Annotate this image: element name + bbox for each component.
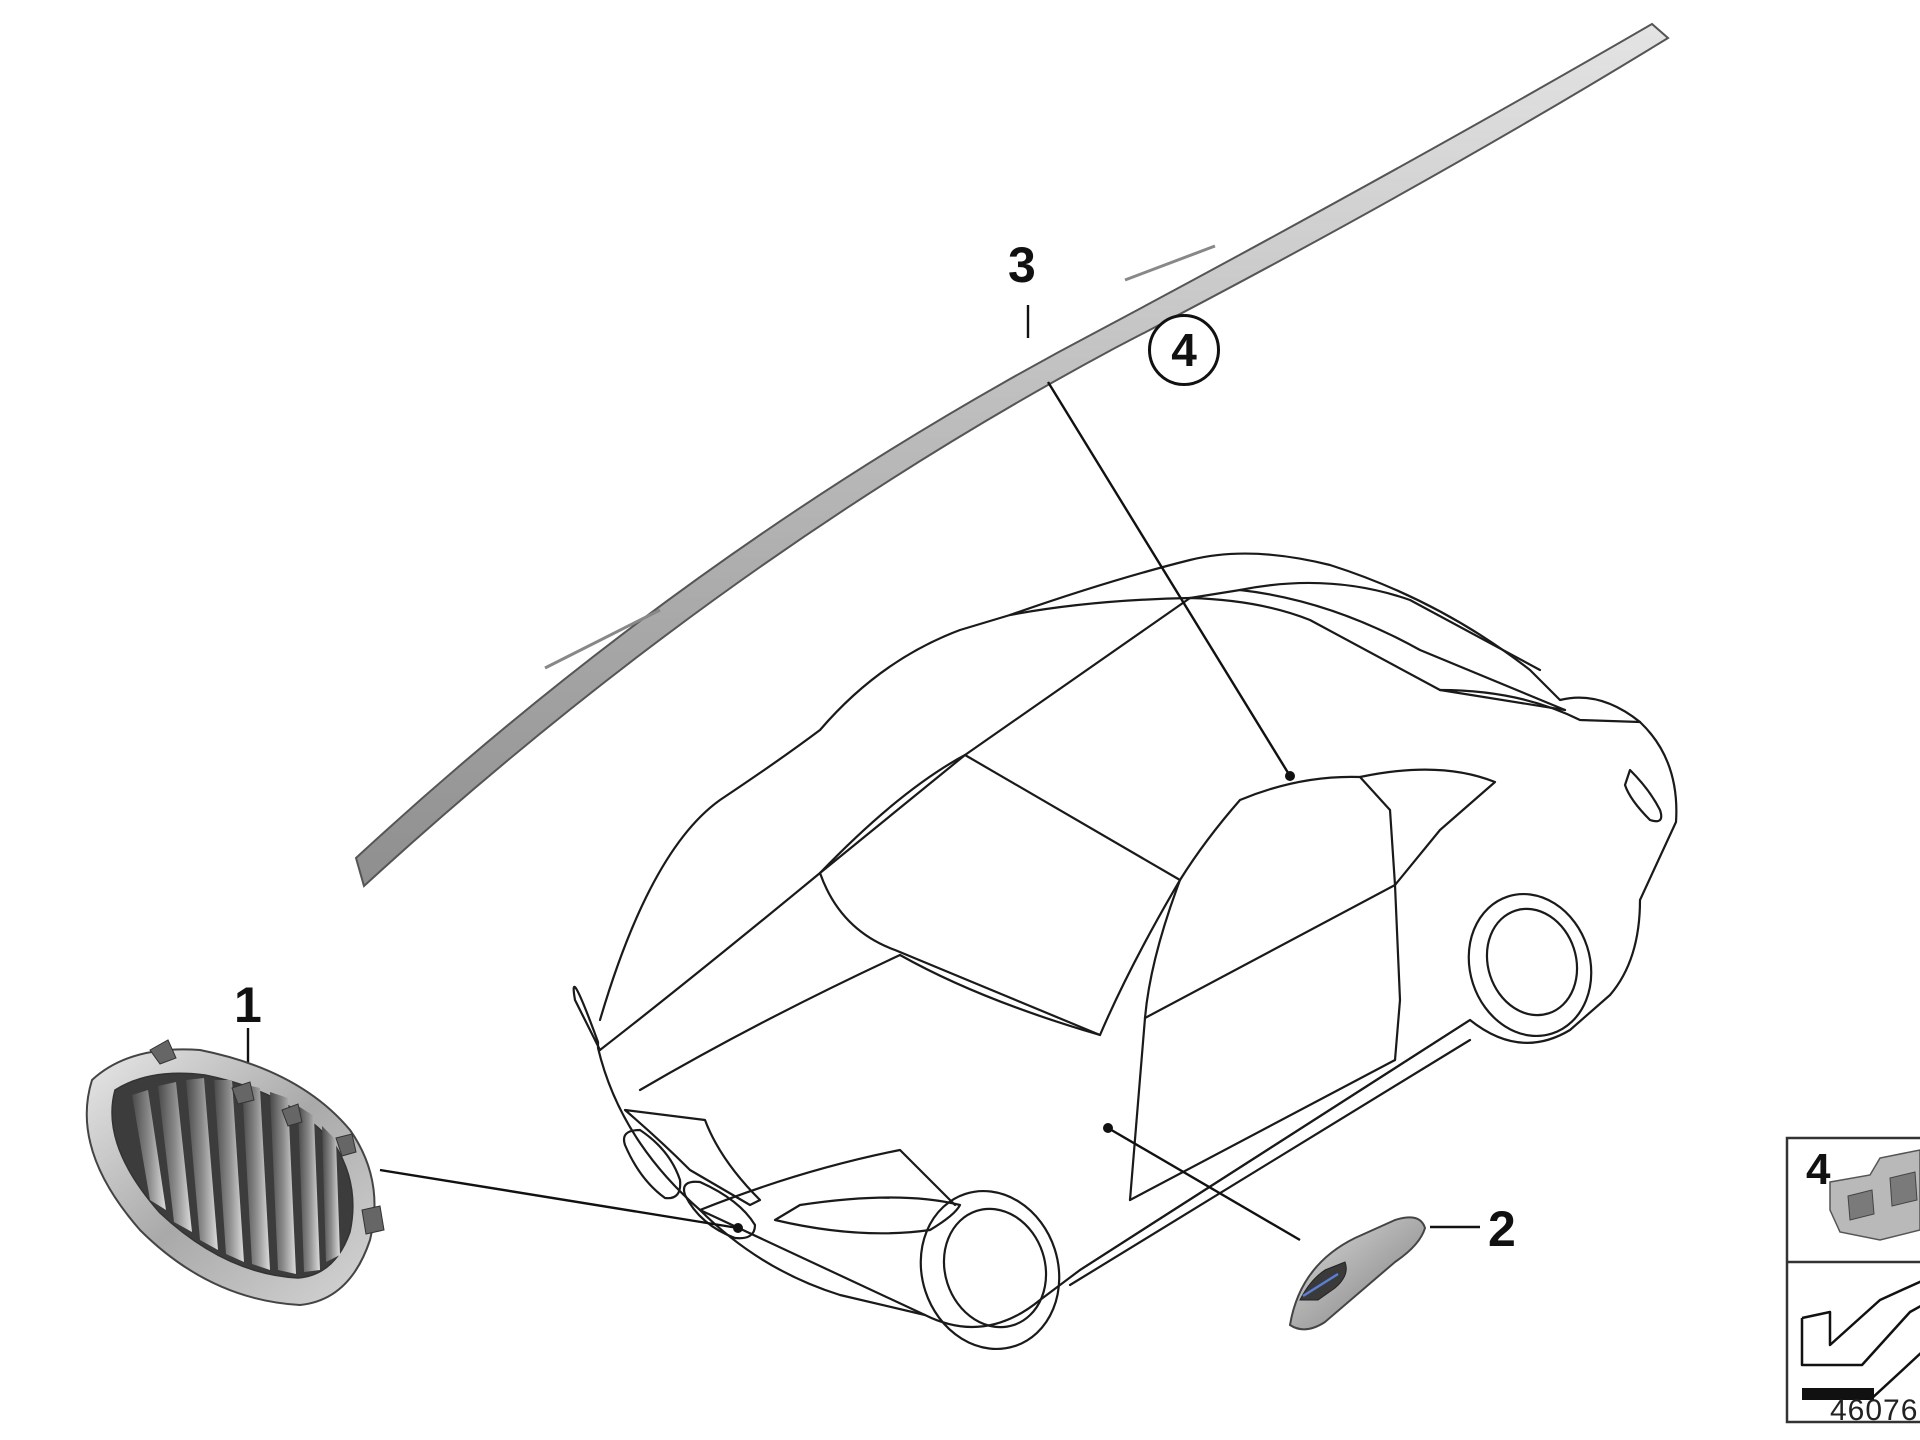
clip-icon [1829,1149,1920,1241]
inset-base-bar [1802,1388,1874,1400]
callout-roof-trim: 3 [1008,237,1036,293]
callout-grille: 1 [234,977,262,1033]
kidney-grille-part [85,1039,385,1307]
mounting-arrow-icon [1800,1280,1920,1401]
leader-lines [246,305,1480,1242]
diagram-id-number: 46076 [1830,1394,1919,1427]
roof-trim-strip [354,22,1670,888]
side-badge-part [1288,1216,1427,1331]
inset-box [1785,1136,1920,1424]
callout-clip-circled: 4 [1148,314,1220,386]
grille-slats [132,1078,340,1274]
car-outline [572,552,1678,1351]
inset-clip-label: 4 [1806,1145,1831,1194]
callout-side-badge: 2 [1488,1201,1516,1257]
leader-dots [733,771,1295,1233]
